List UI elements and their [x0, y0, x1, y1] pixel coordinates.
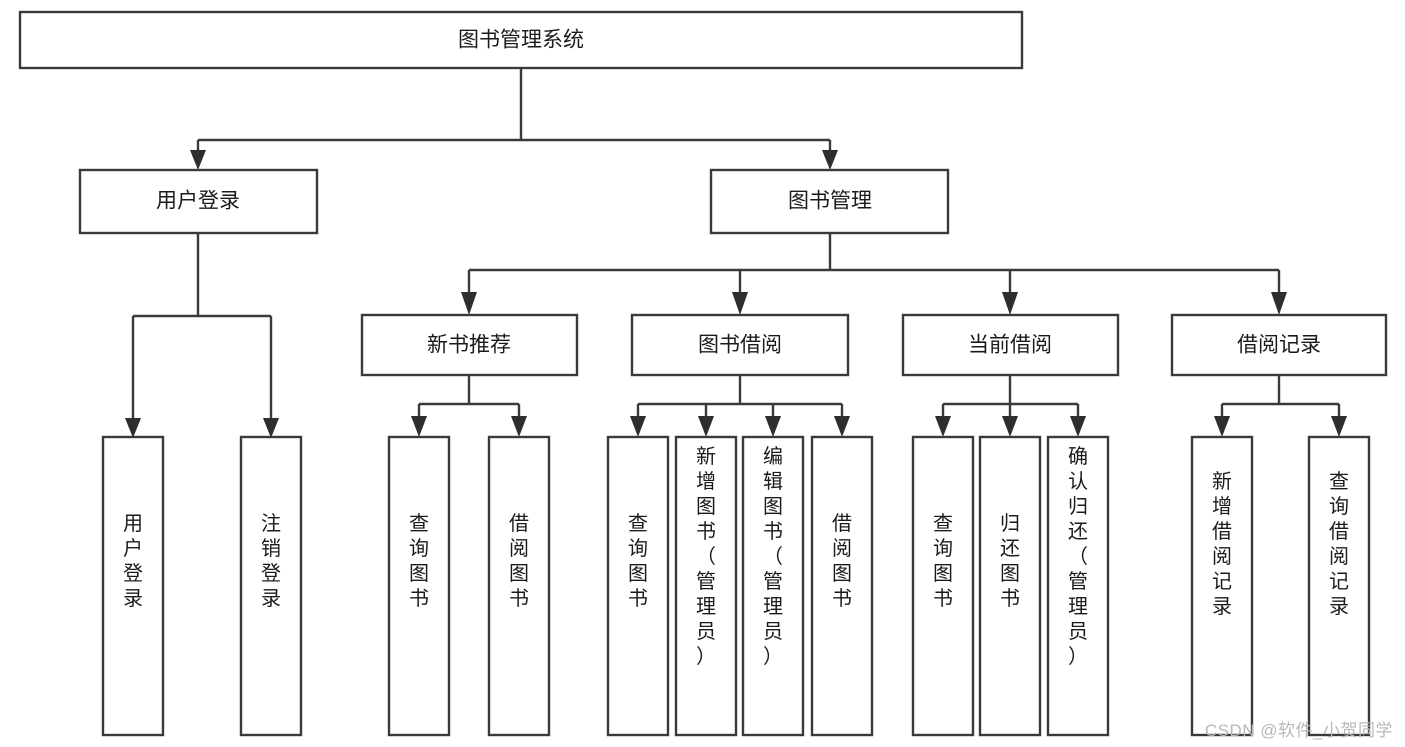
node-leaf-edit-book[interactable]: 编辑图书（管理员） [741, 435, 805, 737]
node-book-borrow-box[interactable] [630, 313, 850, 377]
node-leaf-user-login[interactable]: 用户登录 [101, 435, 165, 737]
connector-layer [125, 68, 1347, 438]
arrowhead-leaf-return-book [1002, 416, 1018, 437]
arrowhead-user-login [190, 150, 206, 170]
node-leaf-logout-label: 注销登录 [261, 512, 281, 610]
node-leaf-query-book-2-box[interactable] [606, 435, 670, 737]
node-leaf-return-book-box[interactable] [978, 435, 1042, 737]
node-root-label: 图书管理系统 [458, 29, 584, 52]
arrowhead-current-borrow [1002, 292, 1018, 315]
arrowhead-leaf-edit-book [765, 416, 781, 437]
node-leaf-logout-box[interactable] [239, 435, 303, 737]
arrowhead-leaf-add-record [1214, 416, 1230, 437]
node-leaf-return-book-label: 归还图书 [1000, 512, 1020, 610]
node-leaf-edit-book-label: 编辑图书（管理员） [763, 445, 783, 668]
node-leaf-borrow-book-2[interactable]: 借阅图书 [810, 435, 874, 737]
node-book-borrow-label: 图书借阅 [698, 334, 782, 357]
node-leaf-query-book-1-label: 查询图书 [409, 512, 429, 610]
node-leaf-add-record-label: 新增借阅记录 [1212, 470, 1232, 618]
node-leaf-borrow-book-2-box[interactable] [810, 435, 874, 737]
node-leaf-confirm-return-label: 确认归还（管理员） [1068, 445, 1088, 668]
arrowhead-leaf-borrow-book-2 [834, 416, 850, 437]
arrowhead-leaf-borrow-book-1 [511, 416, 527, 437]
node-borrow-record[interactable]: 借阅记录 [1170, 313, 1388, 377]
arrowhead-borrow-record [1271, 292, 1287, 315]
node-leaf-borrow-book-1[interactable]: 借阅图书 [487, 435, 551, 737]
node-leaf-query-book-1[interactable]: 查询图书 [387, 435, 451, 737]
node-leaf-confirm-return-box[interactable] [1046, 435, 1110, 737]
node-leaf-add-book-box[interactable] [674, 435, 738, 737]
arrowhead-leaf-logout [263, 418, 279, 438]
node-root[interactable]: 图书管理系统 [18, 10, 1024, 70]
node-borrow-record-label: 借阅记录 [1237, 334, 1321, 357]
arrowhead-new-book-rec [461, 292, 477, 315]
node-leaf-add-book[interactable]: 新增图书（管理员） [674, 435, 738, 737]
node-book-borrow[interactable]: 图书借阅 [630, 313, 850, 377]
node-leaf-confirm-return[interactable]: 确认归还（管理员） [1046, 435, 1110, 737]
node-current-borrow[interactable]: 当前借阅 [901, 313, 1120, 377]
node-new-book-rec-label: 新书推荐 [427, 334, 511, 357]
node-user-login[interactable]: 用户登录 [78, 168, 319, 235]
arrowhead-leaf-add-book [698, 416, 714, 437]
node-leaf-add-book-label: 新增图书（管理员） [696, 445, 716, 668]
node-leaf-query-book-3-label: 查询图书 [933, 512, 953, 610]
node-leaf-add-record[interactable]: 新增借阅记录 [1190, 435, 1254, 737]
node-leaf-query-book-2-label: 查询图书 [628, 512, 648, 610]
arrowhead-leaf-query-book-3 [935, 416, 951, 437]
node-new-book-rec[interactable]: 新书推荐 [360, 313, 579, 377]
node-book-manage[interactable]: 图书管理 [709, 168, 950, 235]
node-new-book-rec-box[interactable] [360, 313, 579, 377]
arrowhead-leaf-query-book-2 [630, 416, 646, 437]
node-leaf-user-login-label: 用户登录 [123, 513, 143, 610]
node-borrow-record-box[interactable] [1170, 313, 1388, 377]
node-leaf-borrow-book-1-box[interactable] [487, 435, 551, 737]
node-leaf-query-record-label: 查询借阅记录 [1329, 470, 1349, 618]
node-root-box[interactable] [18, 10, 1024, 70]
arrowhead-book-borrow [732, 292, 748, 315]
arrowhead-leaf-confirm-return [1070, 416, 1086, 437]
node-leaf-query-book-3-box[interactable] [911, 435, 975, 737]
arrowhead-leaf-query-record [1331, 416, 1347, 437]
node-leaf-borrow-book-1-label: 借阅图书 [509, 512, 529, 610]
node-book-manage-label: 图书管理 [788, 190, 872, 213]
arrowhead-leaf-user-login [125, 418, 141, 438]
node-current-borrow-box[interactable] [901, 313, 1120, 377]
arrowhead-book-manage [822, 150, 838, 170]
node-user-login-label: 用户登录 [156, 190, 240, 213]
node-leaf-query-record[interactable]: 查询借阅记录 [1307, 435, 1371, 737]
node-leaf-add-record-box[interactable] [1190, 435, 1254, 737]
node-leaf-query-book-3[interactable]: 查询图书 [911, 435, 975, 737]
node-user-login-box[interactable] [78, 168, 319, 235]
node-leaf-edit-book-box[interactable] [741, 435, 805, 737]
node-leaf-query-book-2[interactable]: 查询图书 [606, 435, 670, 737]
node-leaf-borrow-book-2-label: 借阅图书 [832, 512, 852, 610]
csdn-watermark: CSDN @软件_小贺同学 [1204, 721, 1393, 740]
node-current-borrow-label: 当前借阅 [968, 334, 1052, 357]
node-leaf-user-login-box[interactable] [101, 435, 165, 737]
node-leaf-query-book-1-box[interactable] [387, 435, 451, 737]
node-leaf-query-record-box[interactable] [1307, 435, 1371, 737]
arrowhead-leaf-query-book-1 [411, 416, 427, 437]
node-leaf-logout[interactable]: 注销登录 [239, 435, 303, 737]
node-book-manage-box[interactable] [709, 168, 950, 235]
node-leaf-return-book[interactable]: 归还图书 [978, 435, 1042, 737]
